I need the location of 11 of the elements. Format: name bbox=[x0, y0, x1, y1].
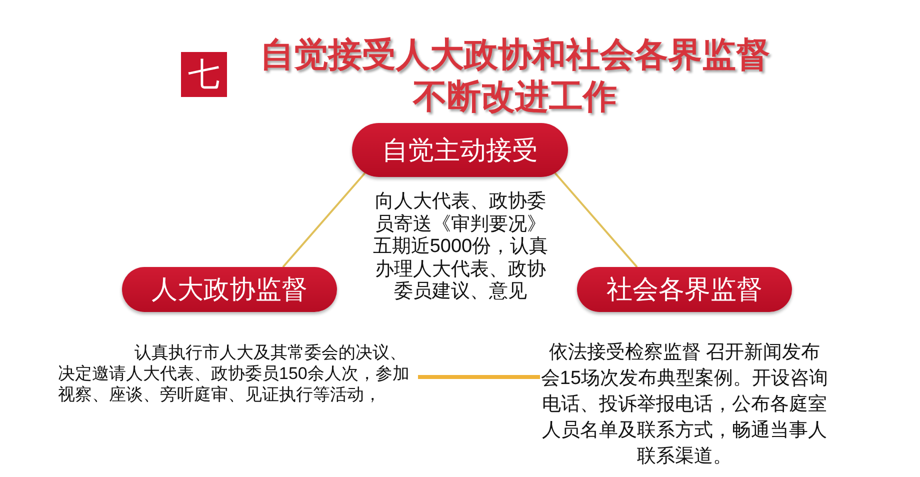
description-text: 认真执行市人大及其常委会的决议、决定邀请人大代表、政协委员150余人次，参加视察、座谈、旁听庭审、见证执行等活动， bbox=[58, 342, 418, 405]
topic-pill: 自觉主动接受 bbox=[352, 123, 568, 177]
number-badge: 七 bbox=[181, 52, 227, 97]
description-text: 向人大代表、政协委员寄送《审判要况》五期近5000份，认真办理人大代表、政协委员建议、意见 bbox=[372, 191, 549, 304]
connector-line bbox=[282, 172, 366, 268]
connector-line bbox=[554, 172, 638, 268]
title: 自觉接受人大政协和社会各界监督不断改进工作 bbox=[259, 35, 771, 118]
topic-pill: 社会各界监督 bbox=[577, 267, 792, 312]
description-text: 依法接受检察监督 召开新闻发布会15场次发布典型案例。开设咨询电话、投诉举报电话，公布各庭室人员名单及联系方式，畅通当事人联系渠道。 bbox=[540, 340, 829, 470]
topic-pill: 人大政协监督 bbox=[122, 267, 337, 312]
connector-line bbox=[418, 375, 540, 379]
